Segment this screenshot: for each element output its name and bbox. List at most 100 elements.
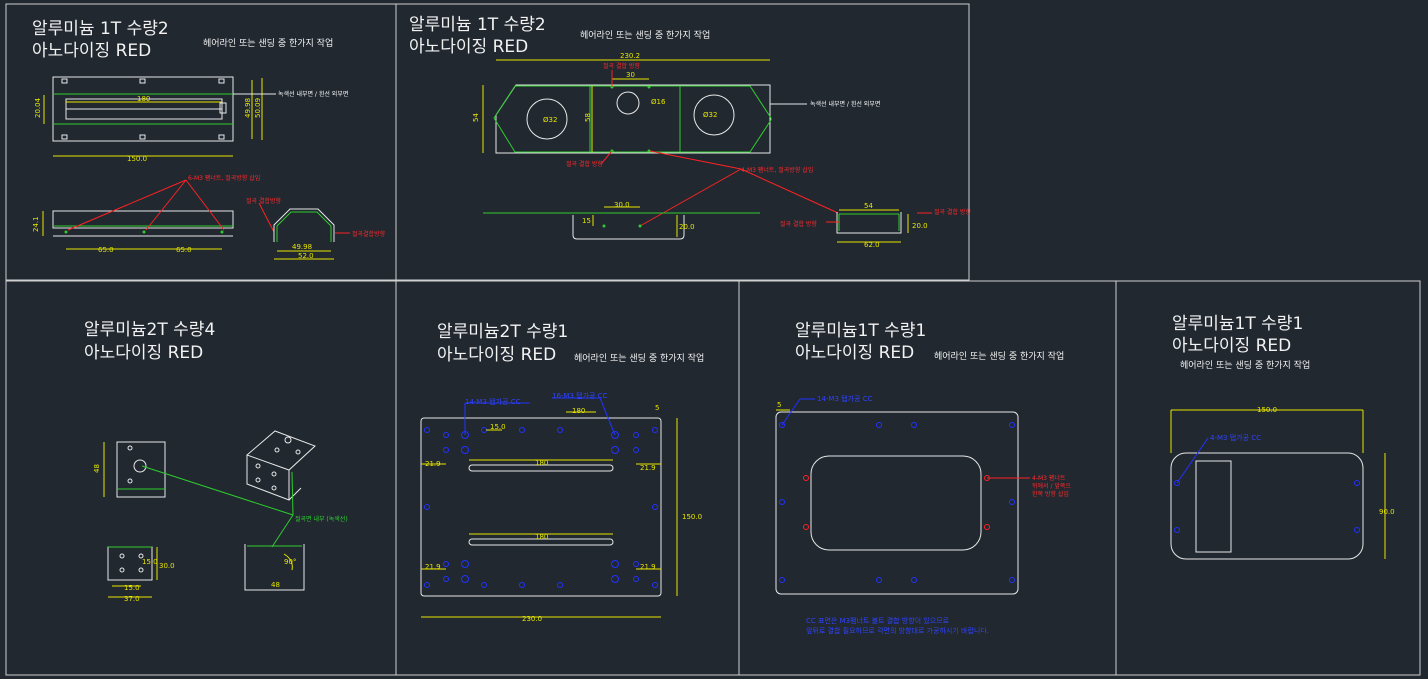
panel-2: 알루미늄 1T 수량2 아노다이징 RED 헤어라인 또는 샌딩 중 한가지 작… bbox=[409, 15, 971, 249]
panel-2-flat-pattern: 230.2 30 54 58 Ø16 Ø32 Ø32 녹색선 내부면 / 흰선 … bbox=[472, 52, 880, 227]
panel-4-dim-f: 21.9 bbox=[640, 563, 656, 571]
drawing-frame-lines bbox=[5, 3, 1421, 676]
panel-5-label-c: 뒤에서 / 앞쪽으 bbox=[1032, 482, 1071, 490]
panel-4-finish-note: 헤어라인 또는 샌딩 중 한가지 작업 bbox=[574, 352, 704, 364]
panel-1-dim-b: 150.0 bbox=[127, 155, 147, 163]
panel-1-dim-f: 24.1 bbox=[32, 216, 40, 232]
panel-2-label-a: 녹색선 내부면 / 흰선 외부면 bbox=[810, 100, 880, 108]
panel-2-dim-m: 20.0 bbox=[912, 222, 928, 230]
panel-3-dim-b: 30.0 bbox=[159, 562, 175, 570]
panel-2-finish-note: 헤어라인 또는 샌딩 중 한가지 작업 bbox=[580, 29, 710, 41]
panel-4-dim-h: 230.0 bbox=[522, 615, 542, 623]
panel-5-label-b: 4-M3 팸너트 bbox=[1032, 474, 1066, 482]
panel-1-dim-i: 49.98 bbox=[292, 243, 312, 251]
panel-2-dim-d: 58 bbox=[584, 113, 592, 122]
panel-2-label-b: 4-M3 팸너트, 절곡방향 삽입 bbox=[741, 166, 813, 174]
panel-1-dim-h: 65.0 bbox=[176, 246, 192, 254]
panel-1-label-a: 녹색선 내부면 / 흰선 외부면 bbox=[278, 90, 348, 98]
panel-2-end-view: 54 62.0 20.0 절곡 결합 방향 절곡 결합 방향 bbox=[780, 202, 971, 249]
panel-2-dim-e: Ø16 bbox=[651, 98, 666, 106]
panel-6-title-line1: 알루미늄1T 수량1 bbox=[1172, 314, 1303, 334]
panel-4-dim-i: 15.0 bbox=[490, 423, 506, 431]
panel-1-dim-a: 180 bbox=[137, 95, 150, 103]
panel-1-label-b: 6-M3 팸너트, 절곡방향 삽입 bbox=[188, 174, 260, 182]
panel-2-title-line2: 아노다이징 RED bbox=[409, 37, 528, 57]
panel-4-label-a: 14-M3 탭가공 CC bbox=[465, 397, 521, 406]
panel-1-side-view: 24.1 65.0 65.0 6-M3 팸너트, 절곡방향 삽입 절곡 결합방향… bbox=[32, 174, 386, 254]
panel-1-dim-e: 50.09 bbox=[254, 98, 262, 118]
panel-5-label-d: 한쪽 방향 삽입 bbox=[1032, 490, 1069, 498]
panel-6-plate: 150.0 90.0 4-M3 탭가공 CC bbox=[1170, 406, 1395, 560]
panel-3: 알루미늄2T 수량4 아노다이징 RED 48 30.0 15.0 37.0 1 bbox=[84, 320, 348, 603]
panel-3-dim-e: 48 bbox=[271, 581, 280, 589]
panel-4-label-b: 16-M3 탭가공 CC bbox=[552, 391, 608, 400]
panel-3-label-a: 절곡면 내부 (녹색선) bbox=[295, 515, 348, 523]
panel-2-label-f: 절곡 결합 방향 bbox=[934, 208, 971, 216]
panel-6-finish-note: 헤어라인 또는 샌딩 중 한가지 작업 bbox=[1180, 359, 1310, 371]
panel-5-label-a: 14-M3 탭가공 CC bbox=[817, 394, 873, 403]
panel-3-side-view: 90° 48 bbox=[244, 544, 305, 591]
panel-2-dim-k: 54 bbox=[864, 202, 873, 210]
panel-3-dim-a: 48 bbox=[93, 464, 101, 473]
panel-1-dim-d: 49.98 bbox=[244, 98, 252, 118]
panel-6-label-a: 4-M3 탭가공 CC bbox=[1210, 433, 1261, 442]
panel-4-title-line2: 아노다이징 RED bbox=[437, 345, 556, 365]
panel-1-end-view: 49.98 52.0 bbox=[273, 208, 335, 260]
panel-3-title-line1: 알루미늄2T 수량4 bbox=[84, 320, 215, 340]
panel-2-label-c: 절곡 결합 방향 bbox=[603, 62, 640, 70]
panel-5-title-line2: 아노다이징 RED bbox=[795, 343, 914, 363]
panel-5-label-f: 앞뒤로 결합 필요하므로 각면의 방향대로 가공하시기 바랍니다. bbox=[806, 626, 989, 635]
panel-3-iso-view bbox=[246, 430, 316, 501]
panel-2-dim-h: 30.0 bbox=[614, 201, 630, 209]
panel-3-front-view: 48 bbox=[93, 441, 166, 498]
panel-2-title-line1: 알루미늄 1T 수량2 bbox=[409, 15, 546, 35]
panel-4-dim-c: 21.9 bbox=[425, 460, 441, 468]
panel-5: 알루미늄1T 수량1 아노다이징 RED 헤어라인 또는 샌딩 중 한가지 작업… bbox=[775, 321, 1071, 635]
panel-4-dim-a2: 180 bbox=[535, 533, 548, 541]
panel-4-dim-a: 180 bbox=[535, 459, 548, 467]
panel-6-title-line2: 아노다이징 RED bbox=[1172, 336, 1291, 356]
panel-5-title-line1: 알루미늄1T 수량1 bbox=[795, 321, 926, 341]
panel-1: 알루미늄 1T 수량2 아노다이징 RED 헤어라인 또는 샌딩 중 한가지 작… bbox=[32, 19, 386, 260]
panel-3-flat-view: 30.0 15.0 37.0 15.0 bbox=[107, 546, 175, 603]
panel-4-title-line1: 알루미늄2T 수량1 bbox=[437, 322, 568, 342]
panel-3-title-line2: 아노다이징 RED bbox=[84, 343, 203, 363]
panel-2-label-e: 절곡 결합 방향 bbox=[780, 220, 817, 228]
panel-1-title-line2: 아노다이징 RED bbox=[32, 41, 151, 61]
panel-2-dim-c: 54 bbox=[472, 113, 480, 122]
panel-2-dim-g: Ø32 bbox=[703, 111, 717, 119]
panel-2-dim-a: 230.2 bbox=[620, 52, 640, 60]
panel-1-label-d: 절곡결합방향 bbox=[352, 230, 386, 238]
panel-2-dim-f: Ø32 bbox=[543, 116, 557, 124]
panel-5-finish-note: 헤어라인 또는 샌딩 중 한가지 작업 bbox=[934, 350, 1064, 362]
panel-3-leaders bbox=[141, 465, 294, 548]
panel-2-dim-j: 20.0 bbox=[679, 223, 695, 231]
panel-3-dim-f: 15.0 bbox=[142, 558, 158, 566]
panel-5-dim-a: 5 bbox=[777, 401, 781, 409]
panel-5-label-e: CC 표면은 M3팸너트 볼트 결합 방향이 있으므로 bbox=[806, 616, 950, 625]
panel-1-dim-g: 65.0 bbox=[98, 246, 114, 254]
panel-1-title-line1: 알루미늄 1T 수량2 bbox=[32, 19, 169, 39]
panel-4: 알루미늄2T 수량1 아노다이징 RED 헤어라인 또는 샌딩 중 한가지 작업 bbox=[420, 322, 704, 623]
panel-3-dim-g: 90° bbox=[284, 558, 296, 566]
panel-1-label-c: 절곡 결합방향 bbox=[246, 197, 282, 205]
panel-4-dim-j: 5 bbox=[655, 404, 659, 412]
panel-1-dim-j: 52.0 bbox=[298, 252, 314, 260]
panel-4-plate: 180 180 180 21.9 21.9 21.9 21.9 150.0 23… bbox=[420, 391, 702, 623]
panel-6: 알루미늄1T 수량1 아노다이징 RED 헤어라인 또는 샌딩 중 한가지 작업… bbox=[1170, 314, 1395, 560]
panel-1-dim-c: 20.04 bbox=[34, 97, 42, 118]
panel-1-top-view: 180 150.0 20.04 49.98 50.09 녹색선 내부면 / 흰선… bbox=[34, 76, 348, 163]
panel-4-dim-d: 21.9 bbox=[640, 464, 656, 472]
panel-3-dim-c: 15.0 bbox=[124, 584, 140, 592]
panel-3-dim-d: 37.0 bbox=[124, 595, 140, 603]
panel-5-plate: 5 14-M3 탭가공 CC 4-M3 팸너트 뒤에서 / 앞쪽으 한쪽 방향 … bbox=[775, 394, 1071, 635]
panel-2-dim-b: 30 bbox=[626, 71, 635, 79]
panel-6-dim-b: 90.0 bbox=[1379, 508, 1395, 516]
panel-4-dim-b: 180 bbox=[572, 407, 585, 415]
panel-2-dim-i: 15 bbox=[582, 217, 591, 225]
panel-4-dim-g: 150.0 bbox=[682, 513, 702, 521]
panel-1-finish-note: 헤어라인 또는 샌딩 중 한가지 작업 bbox=[203, 37, 333, 49]
panel-4-dim-e: 21.9 bbox=[425, 563, 441, 571]
panel-2-side-view: 30.0 15 20.0 bbox=[483, 201, 760, 240]
